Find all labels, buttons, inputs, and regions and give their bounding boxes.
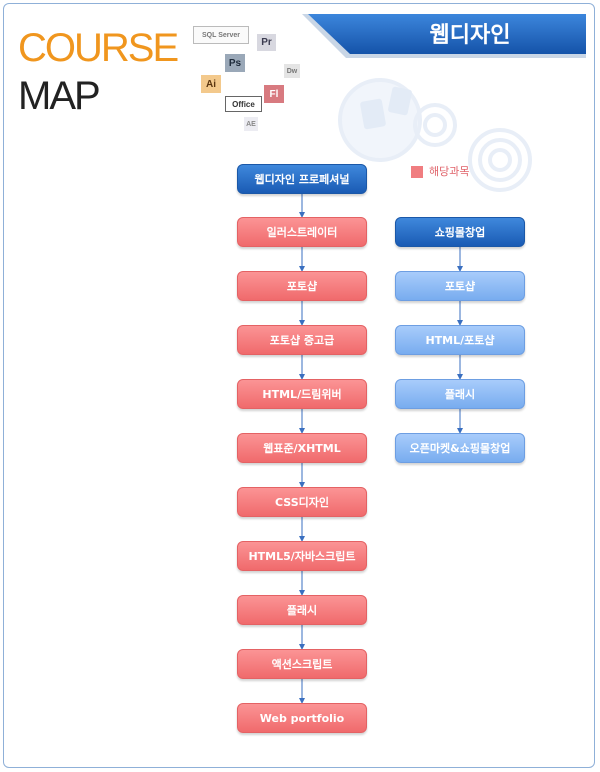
category-title: 웹디자인	[429, 23, 511, 48]
main-step-1: 일러스트레이터	[237, 217, 367, 247]
main-step-6: CSS디자인	[237, 487, 367, 517]
premiere-logo: Pr	[257, 34, 276, 51]
side-step-2: HTML/포토샵	[395, 325, 525, 355]
main-step-5: 웹표준/XHTML	[237, 433, 367, 463]
main-step-10: Web portfolio	[237, 703, 367, 733]
main-step-9: 액션스크립트	[237, 649, 367, 679]
course-title: COURSE	[18, 26, 179, 70]
illustrator-logo: Ai	[201, 75, 221, 93]
office-logo: Office	[225, 96, 262, 112]
category-banner	[302, 14, 586, 58]
after-effects-logo: AE	[244, 117, 258, 131]
main-step-2: 포토샵	[237, 271, 367, 301]
dreamweaver-logo: Dw	[284, 64, 300, 78]
main-step-3: 포토샵 중고급	[237, 325, 367, 355]
flash-logo: Fl	[264, 85, 284, 103]
main-step-4: HTML/드림위버	[237, 379, 367, 409]
sql-server-logo: SQL Server	[193, 26, 249, 44]
legend-label: 해당과목	[429, 165, 470, 178]
side-step-4: 오픈마켓&쇼핑몰창업	[395, 433, 525, 463]
map-title: MAP	[18, 74, 101, 118]
legend-swatch	[411, 166, 423, 178]
photoshop-logo: Ps	[225, 54, 245, 72]
main-step-8: 플래시	[237, 595, 367, 625]
side-step-3: 플래시	[395, 379, 525, 409]
main-track-title: 웹디자인 프로페셔널	[237, 164, 367, 194]
side-track-title: 쇼핑몰창업	[395, 217, 525, 247]
side-step-1: 포토샵	[395, 271, 525, 301]
main-step-7: HTML5/자바스크립트	[237, 541, 367, 571]
decorative-circles	[338, 78, 532, 192]
